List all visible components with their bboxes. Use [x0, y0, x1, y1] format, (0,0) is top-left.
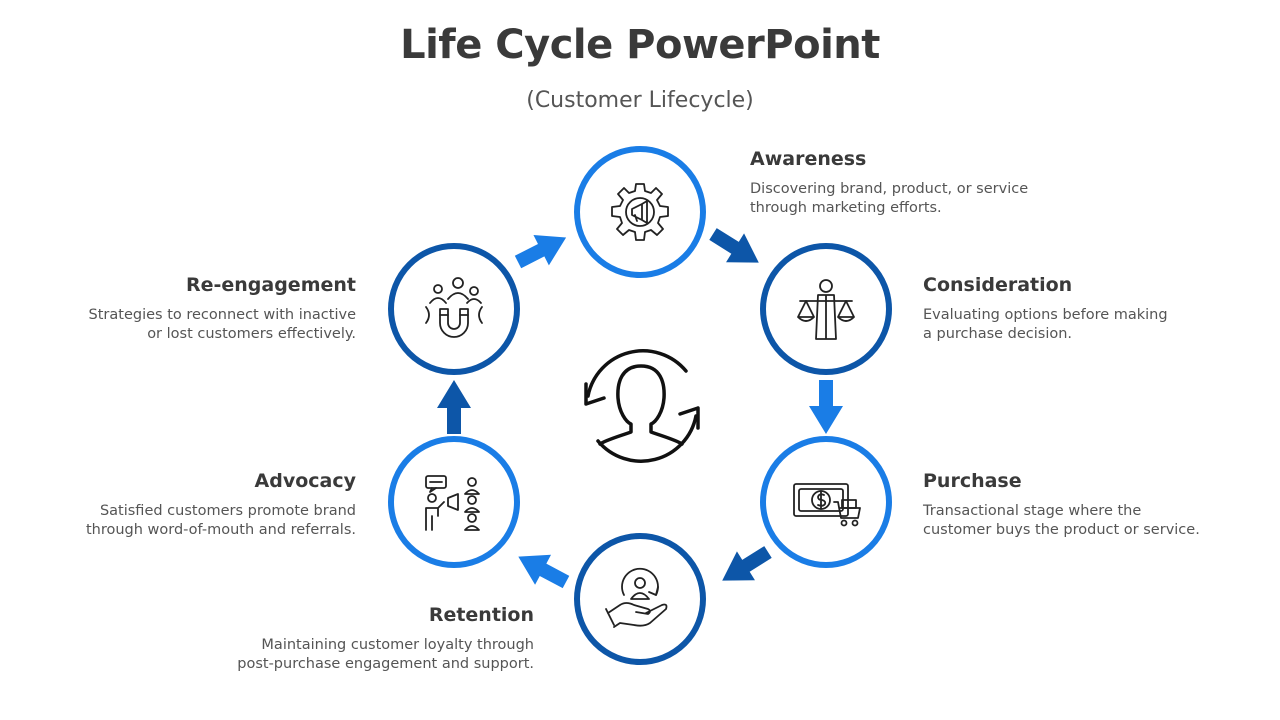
stage-reengagement: Re-engagement Strategies to reconnect wi…	[36, 274, 356, 344]
page-title: Life Cycle PowerPoint	[400, 22, 880, 68]
magnet-people-icon	[425, 277, 483, 338]
arrow-awareness-to-consideration	[709, 228, 759, 263]
stage-awareness: Awareness Discovering brand, product, or…	[750, 148, 1070, 218]
stage-name: Purchase	[923, 470, 1022, 492]
stage-purchase: Purchase Transactional stage where the c…	[923, 470, 1243, 540]
stage-circle-reengagement	[388, 243, 520, 375]
speaker-audience-icon	[425, 475, 480, 531]
stage-consideration: Consideration Evaluating options before …	[923, 274, 1243, 344]
stage-name: Advocacy	[254, 470, 356, 492]
stage-circle-purchase	[760, 436, 892, 568]
stage-name: Awareness	[750, 148, 867, 170]
arrow-purchase-to-retention	[722, 546, 772, 581]
stage-description: Satisfied customers promote brand throug…	[85, 503, 356, 538]
person-scales-icon	[797, 279, 855, 340]
arrow-consideration-to-purchase	[809, 380, 843, 434]
arrow-retention-to-advocacy	[518, 554, 570, 589]
arrow-reengagement-to-awareness	[514, 235, 567, 269]
stage-retention: Retention Maintaining customer loyalty t…	[214, 604, 534, 674]
stage-name: Re-engagement	[185, 274, 356, 296]
stage-description: Evaluating options before making a purch…	[923, 307, 1168, 342]
stage-circle-advocacy	[388, 436, 520, 568]
arrow-advocacy-to-reengagement	[437, 380, 471, 434]
gear-megaphone-icon	[611, 183, 669, 241]
stage-description: Strategies to reconnect with inactive or…	[88, 307, 356, 342]
stage-description: Transactional stage where the customer b…	[923, 503, 1200, 538]
customer-cycle-icon	[584, 349, 700, 463]
page-subtitle: (Customer Lifecycle)	[526, 88, 754, 113]
money-cart-icon	[793, 483, 861, 527]
stage-name: Consideration	[923, 274, 1073, 296]
stage-name: Retention	[428, 604, 534, 626]
stage-description: Discovering brand, product, or service t…	[750, 181, 1029, 216]
stage-description: Maintaining customer loyalty through pos…	[237, 637, 534, 672]
stage-advocacy: Advocacy Satisfied customers promote bra…	[36, 470, 356, 540]
hand-person-cycle-icon	[605, 567, 668, 628]
stage-circle-awareness	[574, 146, 706, 278]
